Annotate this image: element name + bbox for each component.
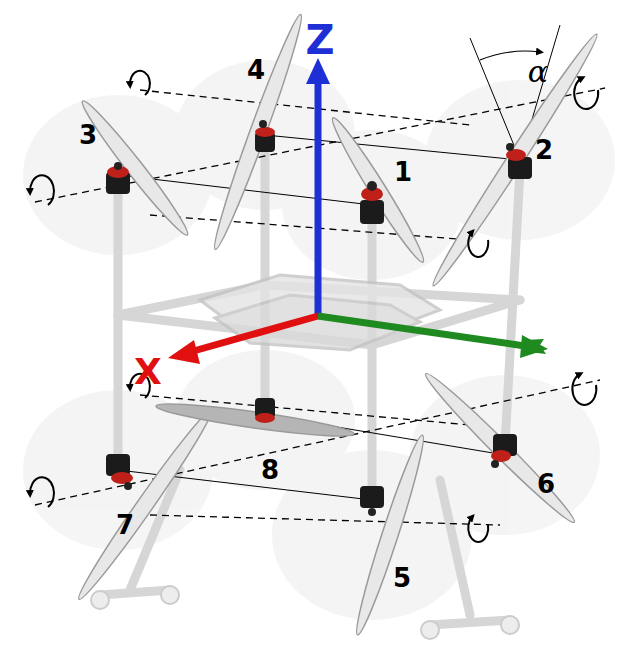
axis-label: Z <box>305 20 334 60</box>
callout-number: 2 <box>535 137 553 163</box>
angle-label: α <box>528 57 548 87</box>
callout-number: 7 <box>116 512 134 538</box>
callout-number: 4 <box>247 57 265 83</box>
callout-number: 6 <box>537 471 555 497</box>
callout-number: 8 <box>261 457 279 483</box>
callout-number: 3 <box>79 122 97 148</box>
callout-number: 1 <box>394 159 412 185</box>
callout-number: 5 <box>393 565 411 591</box>
axis-label: X <box>134 354 162 390</box>
